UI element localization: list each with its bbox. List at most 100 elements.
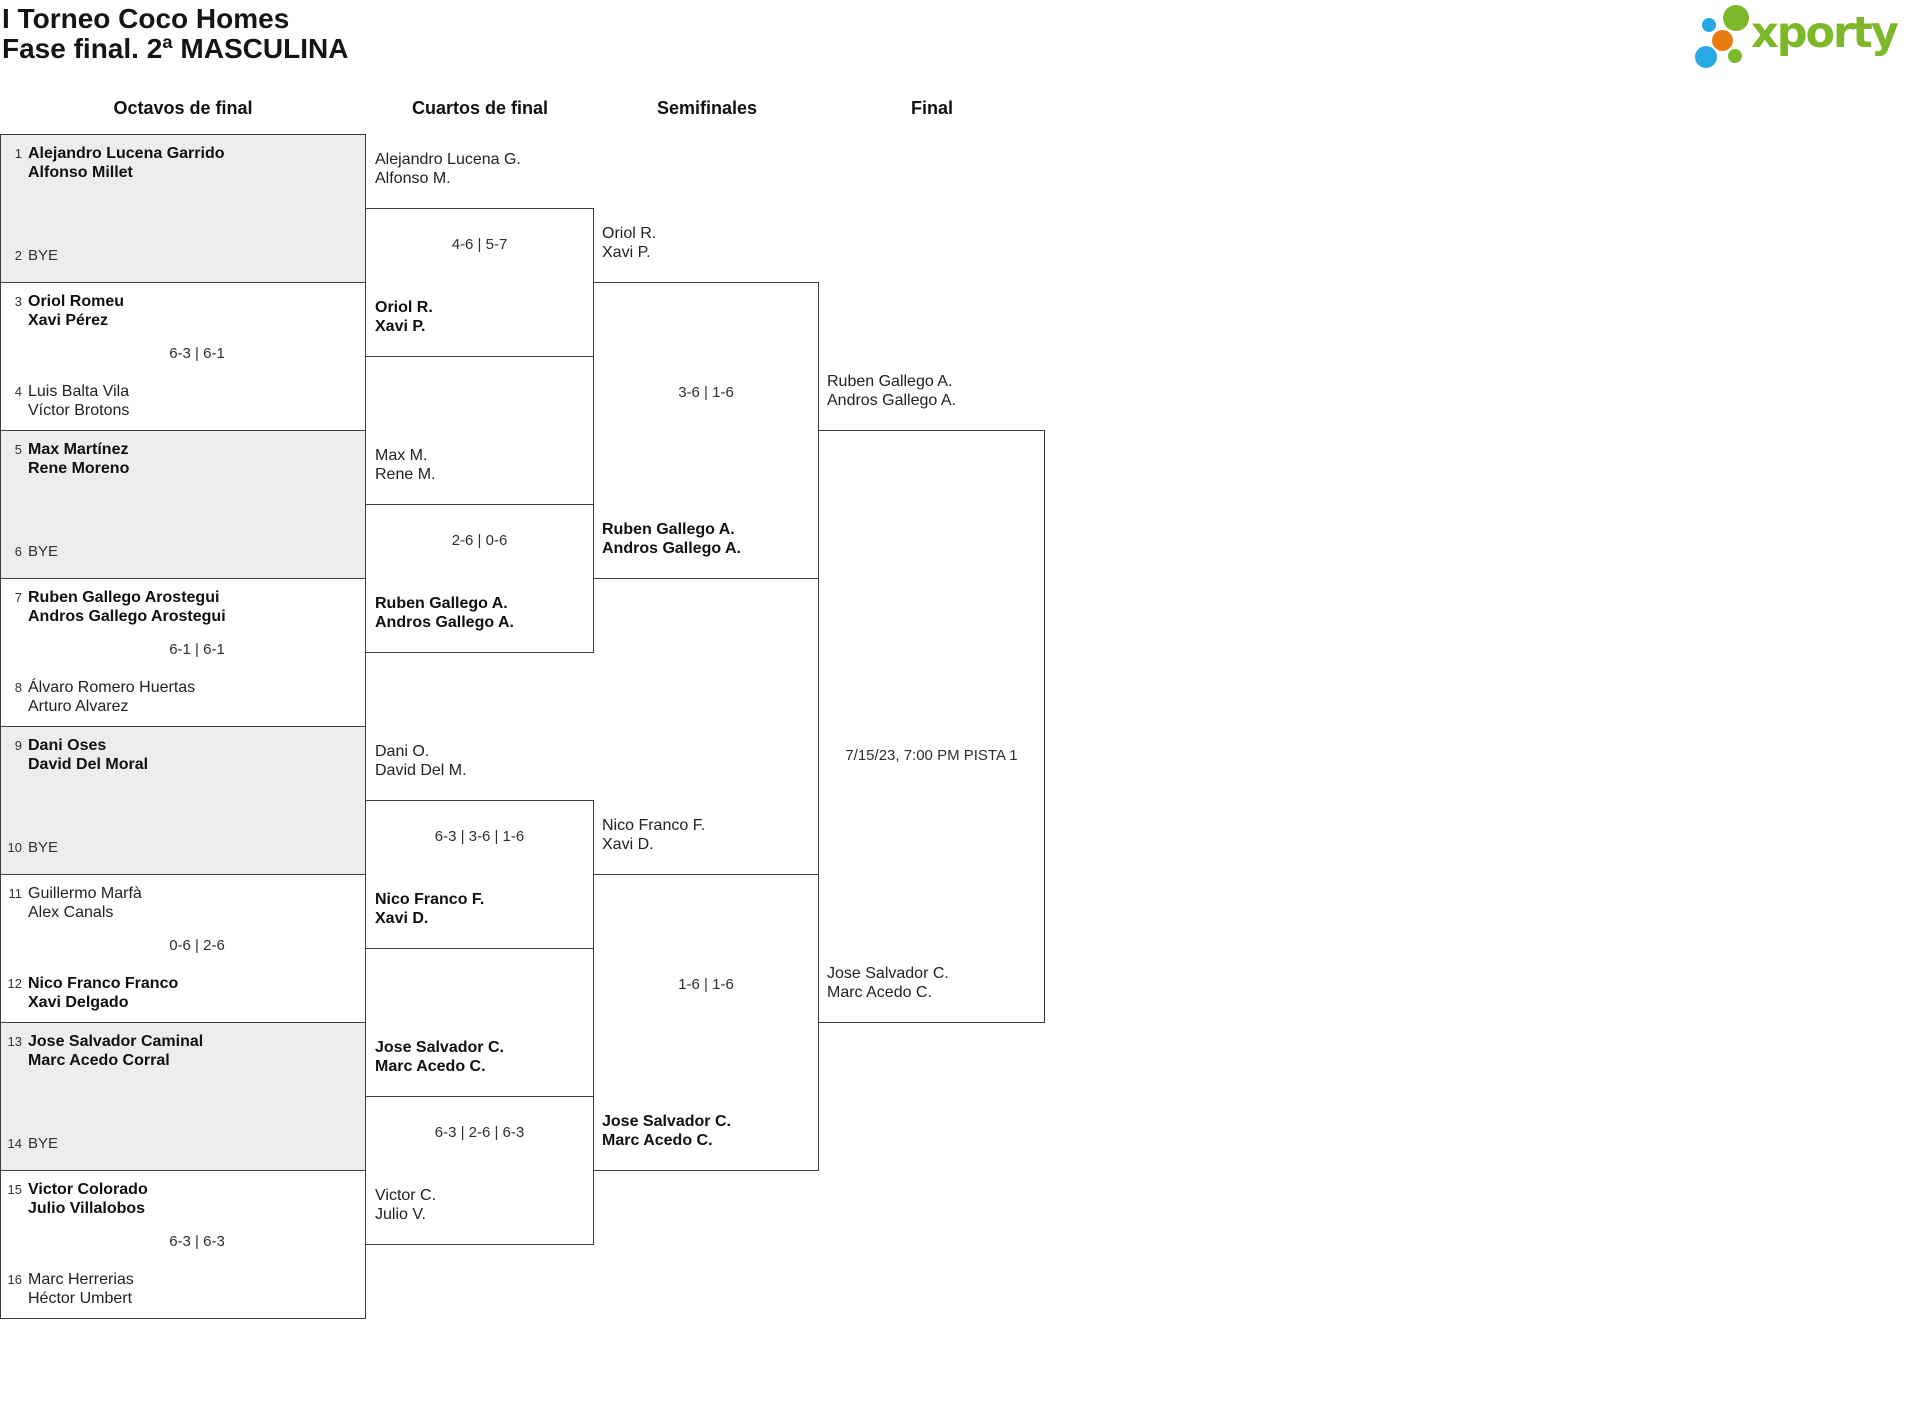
team-name-line: Ruben Gallego A.	[375, 595, 508, 612]
team-name-line: Oriol R.	[602, 225, 657, 242]
team-name-line: Alfonso M.	[375, 170, 451, 187]
match-octavos-1[interactable]	[0, 134, 366, 283]
team-name-line: Rene M.	[375, 466, 436, 483]
finalist-team-bottom: Jose Salvador C.Marc Acedo C.	[827, 964, 949, 1002]
bye-label: BYE	[28, 839, 59, 856]
advancing-team-bottom: Jose Salvador C. Marc Acedo C.	[602, 1112, 731, 1150]
seed-bottom: 12	[7, 976, 22, 991]
team-name-line: Max Martínez	[28, 441, 129, 458]
team-name-line: Marc Acedo C.	[827, 984, 932, 1001]
team-name-line: Jose Salvador C.	[602, 1113, 731, 1130]
bye-label: BYE	[28, 247, 59, 264]
seed-bottom: 16	[7, 1272, 22, 1287]
seed-bottom: 2	[14, 248, 22, 263]
team-name-line: Alfonso Millet	[28, 164, 133, 181]
score-cuartos-4: 6-3 | 2-6 | 6-3	[434, 1124, 525, 1141]
team-name-line: Ruben Gallego A.	[602, 521, 735, 538]
logo-dot-green-large	[1723, 5, 1749, 31]
team-name-line: Marc Acedo C.	[602, 1132, 713, 1149]
team-name-line: Nico Franco F.	[375, 891, 485, 908]
score-cuartos-3: 6-3 | 3-6 | 1-6	[434, 828, 525, 845]
team-name-line: Alejandro Lucena G.	[375, 151, 521, 168]
seed-top: 3	[14, 294, 22, 309]
advancing-team-bottom: Victor C. Julio V.	[375, 1186, 436, 1224]
seed-top: 15	[7, 1182, 22, 1197]
match-octavos-3[interactable]	[0, 430, 366, 579]
team-name-line: Xavi D.	[375, 910, 429, 927]
team-name-line: Andros Gallego Arostegui	[28, 608, 226, 625]
team-name-line: Marc Herrerias	[28, 1271, 134, 1288]
team-name-line: Rene Moreno	[28, 460, 130, 477]
advancing-team-bottom: Nico Franco F. Xavi D.	[375, 890, 484, 928]
seed-bottom: 14	[7, 1136, 22, 1151]
team-name-line: Xavi Delgado	[28, 994, 129, 1011]
advancing-team-top: Alejandro Lucena G. Alfonso M.	[375, 150, 521, 188]
team-name-line: Víctor Brotons	[28, 402, 130, 419]
final-schedule: 7/15/23, 7:00 PM PISTA 1	[845, 747, 1018, 764]
advancing-team-top: Jose Salvador C.Marc Acedo C.	[375, 1038, 504, 1076]
team-name-line: Xavi D.	[602, 836, 654, 853]
round-header-final: Final	[910, 98, 954, 118]
team-name-line: Dani O.	[375, 743, 430, 760]
seed-top: 5	[14, 442, 22, 457]
seed-top: 9	[14, 738, 22, 753]
team-name-line: Ruben Gallego A.	[827, 373, 953, 390]
tournament-subtitle: Fase final. 2ª MASCULINA	[2, 33, 349, 64]
seed-bottom: 4	[14, 384, 22, 399]
team-name-line: Julio V.	[375, 1206, 426, 1223]
score-cuartos-1: 4-6 | 5-7	[451, 236, 508, 253]
match-octavos-5[interactable]	[0, 726, 366, 875]
team-name-line: Andros Gallego A.	[375, 614, 514, 631]
round-header-cuartos: Cuartos de final	[411, 98, 549, 118]
team-name-line: Álvaro Romero Huertas	[28, 679, 196, 696]
score-semifinal-2: 1-6 | 1-6	[678, 976, 734, 993]
bye-label: BYE	[28, 543, 59, 560]
match-octavos-7[interactable]	[0, 1022, 366, 1171]
team-name-line: Nico Franco Franco	[28, 975, 179, 992]
score-octavos-6: 0-6 | 2-6	[169, 937, 225, 954]
advancing-team-bottom: Ruben Gallego A. Andros Gallego A.	[602, 520, 741, 558]
advancing-team-top: Oriol R. Xavi P.	[602, 224, 656, 262]
team-name-line: Alejandro Lucena Garrido	[28, 145, 225, 162]
score-semifinal-1: 3-6 | 1-6	[678, 384, 734, 401]
logo-dot-green-small	[1728, 49, 1742, 63]
team-name-line: Héctor Umbert	[28, 1290, 133, 1307]
team-name-line: Nico Franco F.	[602, 817, 706, 834]
team-name-line: Marc Acedo Corral	[28, 1052, 170, 1069]
team-name-line: Oriol Romeu	[28, 293, 125, 310]
team-name-line: Xavi P.	[602, 244, 651, 261]
seed-top: 1	[14, 146, 22, 161]
team-name-line: Andros Gallego A.	[602, 540, 741, 557]
seed-bottom: 6	[14, 544, 22, 559]
team-name-line: Dani Oses	[28, 737, 107, 754]
round-header-octavos: Octavos de final	[113, 98, 253, 118]
team-name-line: Jose Salvador C.	[375, 1039, 504, 1056]
team-name-line: Xavi P.	[375, 318, 426, 335]
finalist-team-top: Ruben Gallego A.Andros Gallego A.	[827, 372, 956, 410]
advancing-team-top: Dani O. David Del M.	[375, 742, 467, 780]
match-final[interactable]	[818, 430, 1045, 1023]
xporty-logo[interactable]: xporty	[1692, 0, 1920, 72]
xporty-logo-text: xporty	[1751, 8, 1899, 58]
team-name-line: Jose Salvador Caminal	[28, 1033, 204, 1050]
logo-dot-blue-small	[1702, 18, 1716, 32]
team-name-line: David Del M.	[375, 762, 467, 779]
bye-label: BYE	[28, 1135, 59, 1152]
team-name-line: Julio Villalobos	[28, 1200, 146, 1217]
team-name-line: David Del Moral	[28, 756, 149, 773]
team-name-line: Max M.	[375, 447, 428, 464]
team-name-line: Luis Balta Vila	[28, 383, 130, 400]
team-name-line: Victor Colorado	[28, 1181, 148, 1198]
score-octavos-2: 6-3 | 6-1	[169, 345, 225, 362]
round-header-semifinales: Semifinales	[656, 98, 758, 118]
team-name-line: Victor C.	[375, 1187, 437, 1204]
